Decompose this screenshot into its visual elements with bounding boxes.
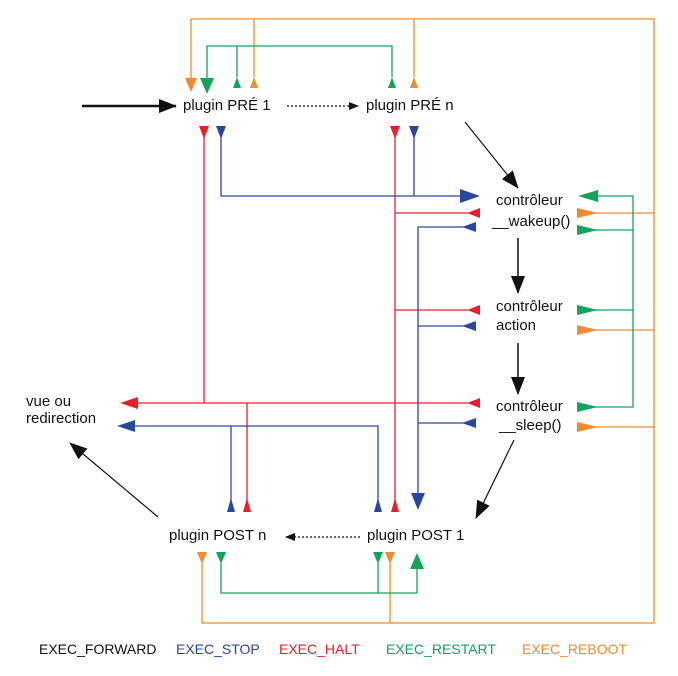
sleep-to-post1-arrow — [475, 439, 515, 519]
node-controller-sleep-title: contrôleur — [496, 398, 563, 415]
stop-edges — [130, 136, 468, 502]
legend-exec-reboot: EXEC_REBOOT — [522, 641, 628, 657]
postn-to-view-arrow — [69, 442, 159, 518]
legend-exec-stop: EXEC_STOP — [176, 641, 260, 657]
restart-edges — [206, 45, 634, 594]
node-plugin-post-n: plugin POST n — [169, 527, 267, 544]
halt-arrowheads — [120, 126, 480, 512]
legend-exec-restart: EXEC_RESTART — [386, 641, 496, 657]
reboot-edges — [190, 18, 655, 624]
node-controller-action-method: action — [496, 317, 537, 334]
node-plugin-pre-1: plugin PRÉ 1 — [183, 97, 271, 114]
forward-edges — [69, 99, 525, 541]
node-controller-sleep-method: __sleep() — [499, 417, 562, 434]
node-plugin-pre-n: plugin PRÉ n — [366, 97, 454, 114]
node-controller-action-title: contrôleur — [496, 298, 563, 315]
pren-to-wakeup-arrow — [464, 121, 519, 189]
node-plugin-post-1: plugin POST 1 — [367, 527, 465, 544]
legend-exec-halt: EXEC_HALT — [279, 641, 360, 657]
legend-exec-forward: EXEC_FORWARD — [39, 641, 157, 657]
node-controller-wakeup-title: contrôleur — [496, 192, 563, 209]
node-controller-wakeup-method: __wakeup() — [492, 213, 571, 230]
reboot-arrowheads — [185, 77, 598, 564]
stop-arrowheads — [117, 126, 480, 512]
restart-arrowheads — [200, 77, 598, 569]
node-view-line1: vue ou — [26, 393, 72, 410]
halt-edges — [130, 136, 468, 502]
node-view-line2: redirection — [26, 410, 97, 427]
